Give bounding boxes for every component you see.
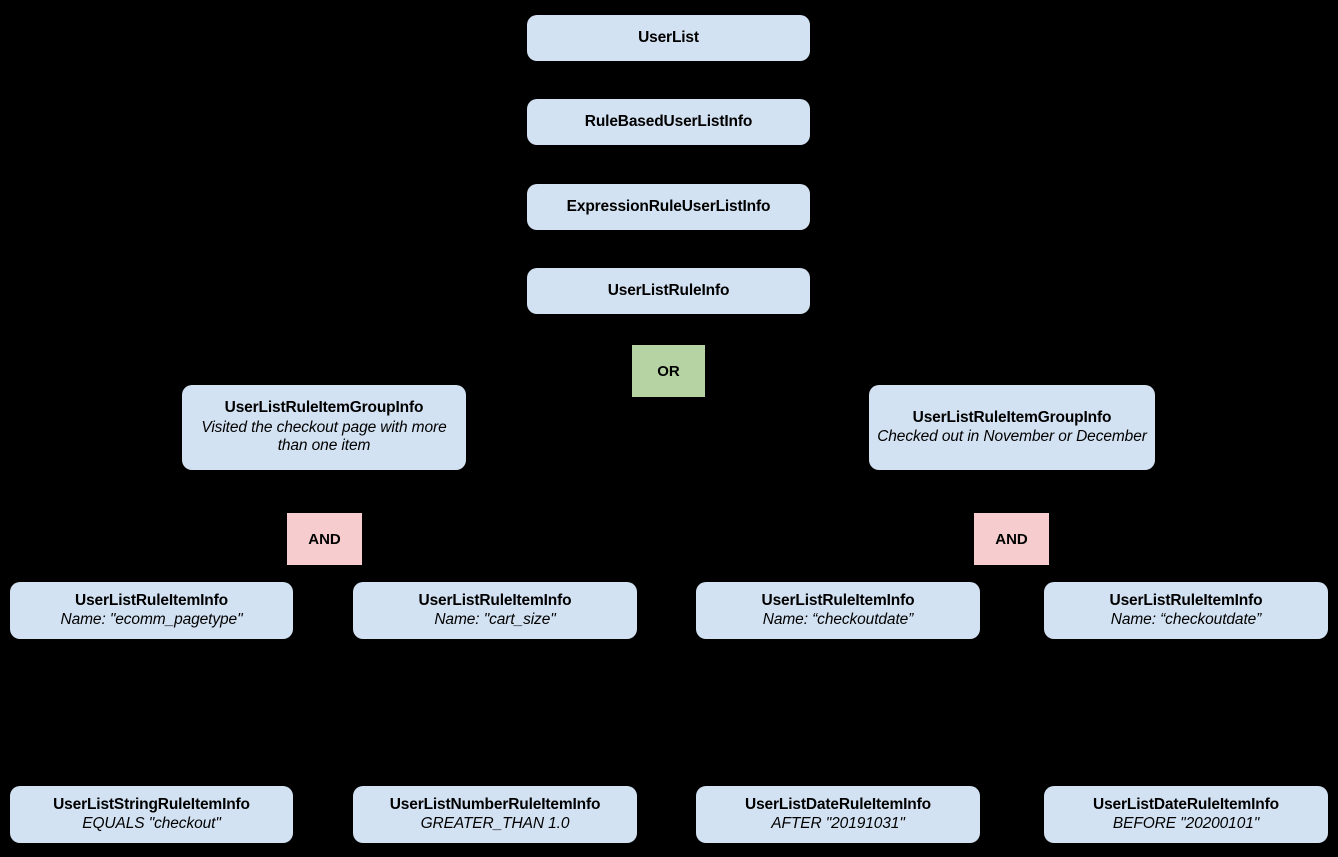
- node-title: UserListStringRuleItemInfo: [53, 795, 250, 813]
- node-title: UserListRuleItemInfo: [1109, 591, 1263, 609]
- node-subtitle: Visited the checkout page with more than…: [201, 418, 447, 455]
- node-subtitle: EQUALS "checkout": [82, 815, 221, 832]
- node-group-left[interactable]: UserListRuleItemGroupInfo Visited the ch…: [182, 385, 466, 470]
- node-subtitle: Name: "ecomm_pagetype": [60, 611, 243, 628]
- node-leaf-2[interactable]: UserListNumberRuleItemInfo GREATER_THAN …: [353, 786, 637, 843]
- node-rule-item-1[interactable]: UserListRuleItemInfo Name: "ecomm_pagety…: [10, 582, 293, 639]
- node-title: UserListDateRuleItemInfo: [1093, 795, 1279, 813]
- edge-arrow-7: [488, 569, 502, 583]
- node-rule-item-4[interactable]: UserListRuleItemInfo Name: “checkoutdate…: [1044, 582, 1328, 639]
- node-subtitle: GREATER_THAN 1.0: [420, 815, 570, 832]
- node-leaf-3[interactable]: UserListDateRuleItemInfo AFTER "20191031…: [696, 786, 980, 843]
- node-title: UserListRuleItemGroupInfo: [912, 408, 1112, 426]
- node-subtitle: AFTER "20191031": [771, 815, 905, 832]
- node-group-right[interactable]: UserListRuleItemGroupInfo Checked out in…: [869, 385, 1155, 470]
- node-title: UserListRuleItemInfo: [418, 591, 572, 609]
- edge-and-left-to-item-1: [150, 538, 290, 563]
- and-operator-left[interactable]: AND: [287, 513, 362, 565]
- and-operator-label: AND: [308, 530, 341, 548]
- node-title: UserListRuleItemInfo: [75, 591, 228, 609]
- edge-arrow-6: [144, 569, 158, 583]
- node-title: ExpressionRuleUserListInfo: [566, 197, 771, 215]
- edge-arrow-9: [1179, 569, 1193, 583]
- node-expression-rule-user-list-info[interactable]: ExpressionRuleUserListInfo: [527, 184, 810, 230]
- node-title: UserListDateRuleItemInfo: [745, 795, 931, 813]
- node-leaf-1[interactable]: UserListStringRuleItemInfo EQUALS "check…: [10, 786, 293, 843]
- node-title: UserListRuleItemInfo: [761, 591, 915, 609]
- node-rule-item-3[interactable]: UserListRuleItemInfo Name: “checkoutdate…: [696, 582, 980, 639]
- edge-arrow-8: [831, 569, 845, 583]
- or-operator-label: OR: [657, 362, 680, 380]
- node-subtitle: Checked out in November or December: [877, 427, 1147, 445]
- node-title: UserList: [638, 28, 699, 46]
- node-title: UserListNumberRuleItemInfo: [389, 795, 601, 813]
- node-leaf-4[interactable]: UserListDateRuleItemInfo BEFORE "2020010…: [1044, 786, 1328, 843]
- and-operator-label: AND: [995, 530, 1028, 548]
- node-title: RuleBasedUserListInfo: [584, 112, 753, 130]
- edge-and-right-to-item-4: [1048, 538, 1187, 563]
- or-operator[interactable]: OR: [632, 345, 705, 397]
- node-rule-based-user-list-info[interactable]: RuleBasedUserListInfo: [527, 99, 810, 145]
- node-title: UserListRuleItemGroupInfo: [224, 399, 424, 417]
- node-subtitle: Name: “checkoutdate”: [1110, 611, 1262, 628]
- edge-and-left-to-item-2: [362, 538, 496, 563]
- node-title: UserListRuleInfo: [607, 281, 730, 299]
- node-subtitle: Name: “checkoutdate”: [762, 611, 914, 628]
- node-rule-item-2[interactable]: UserListRuleItemInfo Name: "cart_size": [353, 582, 637, 639]
- node-user-list-rule-info[interactable]: UserListRuleInfo: [527, 268, 810, 314]
- node-subtitle: Name: "cart_size": [434, 611, 556, 628]
- and-operator-right[interactable]: AND: [974, 513, 1049, 565]
- edge-and-right-to-item-3: [837, 538, 975, 563]
- node-user-list[interactable]: UserList: [527, 15, 810, 61]
- node-subtitle: BEFORE "20200101": [1112, 815, 1260, 832]
